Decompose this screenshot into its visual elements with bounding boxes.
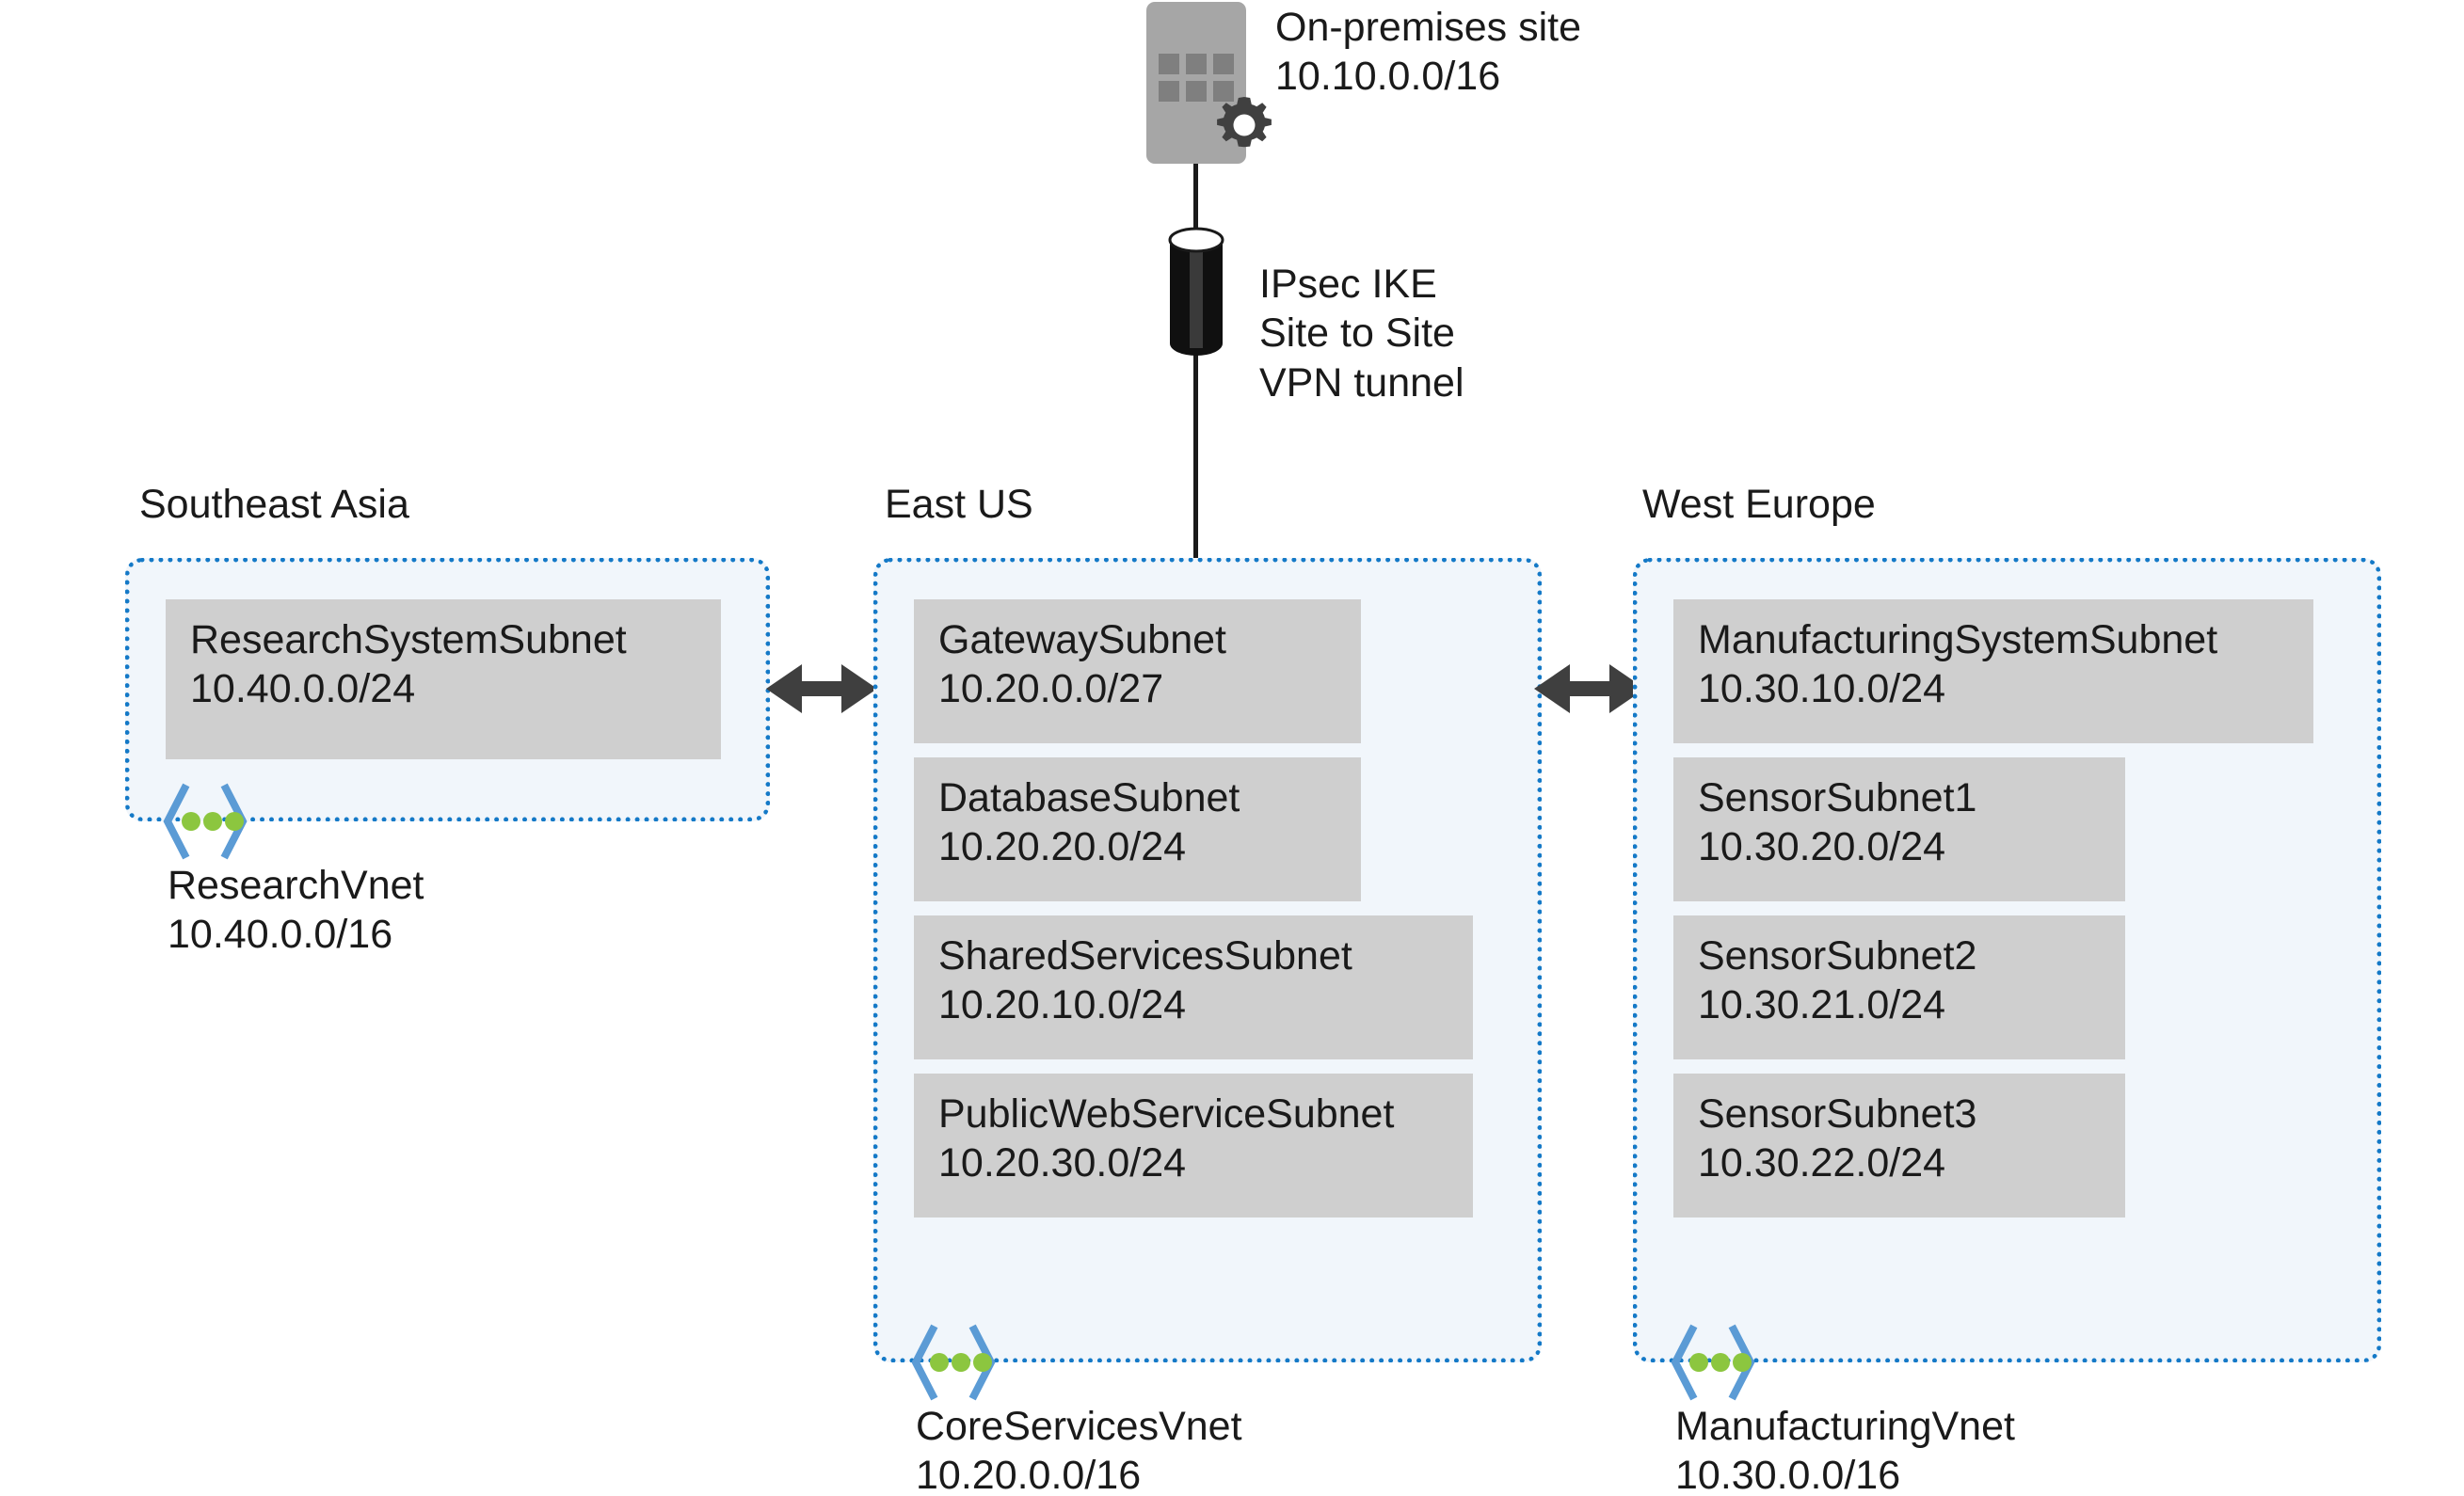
vnet-caption-core-services: CoreServicesVnet 10.20.0.0/16 <box>916 1402 1242 1496</box>
on-premises-site-label: On-premises site 10.10.0.0/16 <box>1275 3 1581 102</box>
gear-icon <box>1217 97 1272 148</box>
vnet-caption-manufacturing: ManufacturingVnet 10.30.0.0/16 <box>1675 1402 2015 1496</box>
subnet-cidr: 10.30.22.0/24 <box>1698 1139 1946 1186</box>
subnet-name: ResearchSystemSubnet <box>190 617 627 662</box>
peering-double-arrow-icon <box>1534 664 1645 713</box>
subnet-manufacturing-system[interactable]: ManufacturingSystemSubnet 10.30.10.0/24 <box>1673 599 2313 743</box>
vnet-manufacturing[interactable]: ManufacturingSystemSubnet 10.30.10.0/24 … <box>1633 558 2381 1362</box>
subnet-cidr: 10.40.0.0/24 <box>190 665 416 711</box>
building-windows <box>1159 54 1234 102</box>
region-label-southeast-asia: Southeast Asia <box>139 482 409 527</box>
subnet-cidr: 10.20.20.0/24 <box>938 823 1187 869</box>
subnet-name: SensorSubnet3 <box>1698 1091 1977 1137</box>
subnet-name: ManufacturingSystemSubnet <box>1698 617 2218 662</box>
subnet-research-system[interactable]: ResearchSystemSubnet 10.40.0.0/24 <box>166 599 721 759</box>
building-window <box>1186 81 1207 102</box>
vnet-name: CoreServicesVnet <box>916 1404 1242 1449</box>
vpn-connection-line <box>1193 164 1198 559</box>
building-window <box>1159 54 1179 74</box>
vpn-label-line-1: IPsec IKE <box>1259 262 1437 307</box>
subnet-public-web-service[interactable]: PublicWebServiceSubnet 10.20.30.0/24 <box>914 1074 1473 1217</box>
vpn-label-line-2: Site to Site <box>1259 310 1455 357</box>
vnet-caption-research: ResearchVnet 10.40.0.0/16 <box>168 861 424 960</box>
subnet-cidr: 10.20.30.0/24 <box>938 1139 1187 1186</box>
vnet-cidr: 10.40.0.0/16 <box>168 912 393 958</box>
vpn-tunnel-label: IPsec IKE Site to Site VPN tunnel <box>1259 260 1464 407</box>
building-window <box>1213 81 1234 102</box>
vnet-badge-icon <box>1671 1324 1755 1401</box>
building-window <box>1186 54 1207 74</box>
subnet-sensor-1[interactable]: SensorSubnet1 10.30.20.0/24 <box>1673 757 2125 901</box>
subnet-sensor-2[interactable]: SensorSubnet2 10.30.21.0/24 <box>1673 915 2125 1059</box>
on-premises-site-cidr: 10.10.0.0/16 <box>1275 54 1501 100</box>
building-window <box>1213 54 1234 74</box>
vnet-name: ResearchVnet <box>168 863 424 908</box>
vnet-research[interactable]: ResearchSystemSubnet 10.40.0.0/24 <box>125 558 770 821</box>
vpn-tunnel-cylinder-icon <box>1168 227 1224 356</box>
building-window <box>1159 81 1179 102</box>
subnet-cidr: 10.30.21.0/24 <box>1698 981 1946 1027</box>
region-label-east-us: East US <box>885 482 1033 527</box>
subnet-shared-services[interactable]: SharedServicesSubnet 10.20.10.0/24 <box>914 915 1473 1059</box>
vpn-label-line-3: VPN tunnel <box>1259 359 1464 406</box>
subnet-name: DatabaseSubnet <box>938 775 1240 820</box>
on-premises-building-icon <box>1146 2 1272 164</box>
vnet-core-services[interactable]: GatewaySubnet 10.20.0.0/27 DatabaseSubne… <box>873 558 1542 1362</box>
subnet-cidr: 10.20.0.0/27 <box>938 665 1164 711</box>
vnet-name: ManufacturingVnet <box>1675 1404 2015 1449</box>
subnet-cidr: 10.30.20.0/24 <box>1698 823 1946 869</box>
vnet-badge-icon <box>163 783 248 860</box>
subnet-gateway[interactable]: GatewaySubnet 10.20.0.0/27 <box>914 599 1361 743</box>
on-premises-site-title: On-premises site <box>1275 5 1581 50</box>
subnet-name: GatewaySubnet <box>938 617 1226 662</box>
subnet-database[interactable]: DatabaseSubnet 10.20.20.0/24 <box>914 757 1361 901</box>
subnet-name: PublicWebServiceSubnet <box>938 1091 1395 1137</box>
subnet-name: SharedServicesSubnet <box>938 933 1352 979</box>
subnet-name: SensorSubnet1 <box>1698 775 1977 820</box>
vnet-cidr: 10.30.0.0/16 <box>1675 1453 1901 1496</box>
peering-double-arrow-icon <box>766 664 877 713</box>
subnet-cidr: 10.30.10.0/24 <box>1698 665 1946 711</box>
vnet-cidr: 10.20.0.0/16 <box>916 1453 1142 1496</box>
subnet-name: SensorSubnet2 <box>1698 933 1977 979</box>
vnet-badge-icon <box>911 1324 996 1401</box>
subnet-sensor-3[interactable]: SensorSubnet3 10.30.22.0/24 <box>1673 1074 2125 1217</box>
region-label-west-europe: West Europe <box>1642 482 1876 527</box>
subnet-cidr: 10.20.10.0/24 <box>938 981 1187 1027</box>
